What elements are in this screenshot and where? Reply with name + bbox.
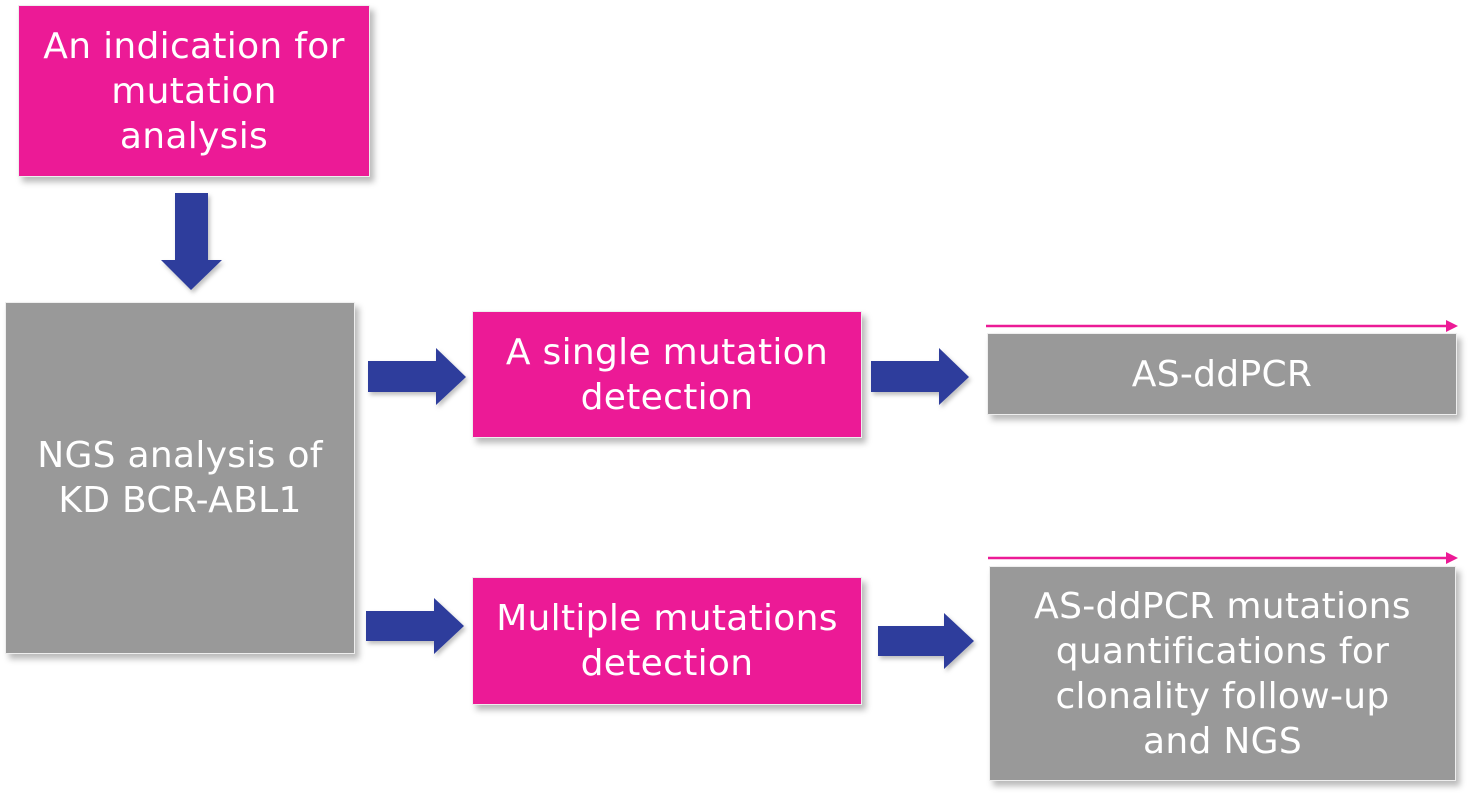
ngs-analysis-box: NGS analysis of KD BCR-ABL1 [5,302,355,654]
single-mutation-label: A single mutation detection [505,331,829,418]
as-ddpcr-quantification-box: AS-ddPCR mutations quantifications for c… [989,566,1456,781]
accent-arrowhead-top [1446,320,1458,332]
indication-box: An indication for mutation analysis [18,5,370,177]
arrow-right-ngs-to-single [368,348,466,405]
as-ddpcr-label: AS-ddPCR [1131,353,1313,395]
single-mutation-box: A single mutation detection [472,311,862,438]
arrow-right-ngs-to-multiple [366,598,464,654]
accent-arrowhead-bottom [1446,552,1458,564]
ngs-analysis-label: NGS analysis of KD BCR-ABL1 [37,435,323,521]
arrow-down-indication-to-ngs [161,193,222,290]
as-ddpcr-box: AS-ddPCR [987,333,1457,415]
arrow-right-single-to-asddpcr [871,348,969,405]
multiple-mutations-label: Multiple mutations detection [496,598,838,684]
multiple-mutations-box: Multiple mutations detection [472,577,862,705]
arrow-right-multiple-to-asquant [878,613,974,669]
as-ddpcr-quantification-label: AS-ddPCR mutations quantifications for c… [1034,585,1411,762]
indication-label: An indication for mutation analysis [43,25,345,157]
